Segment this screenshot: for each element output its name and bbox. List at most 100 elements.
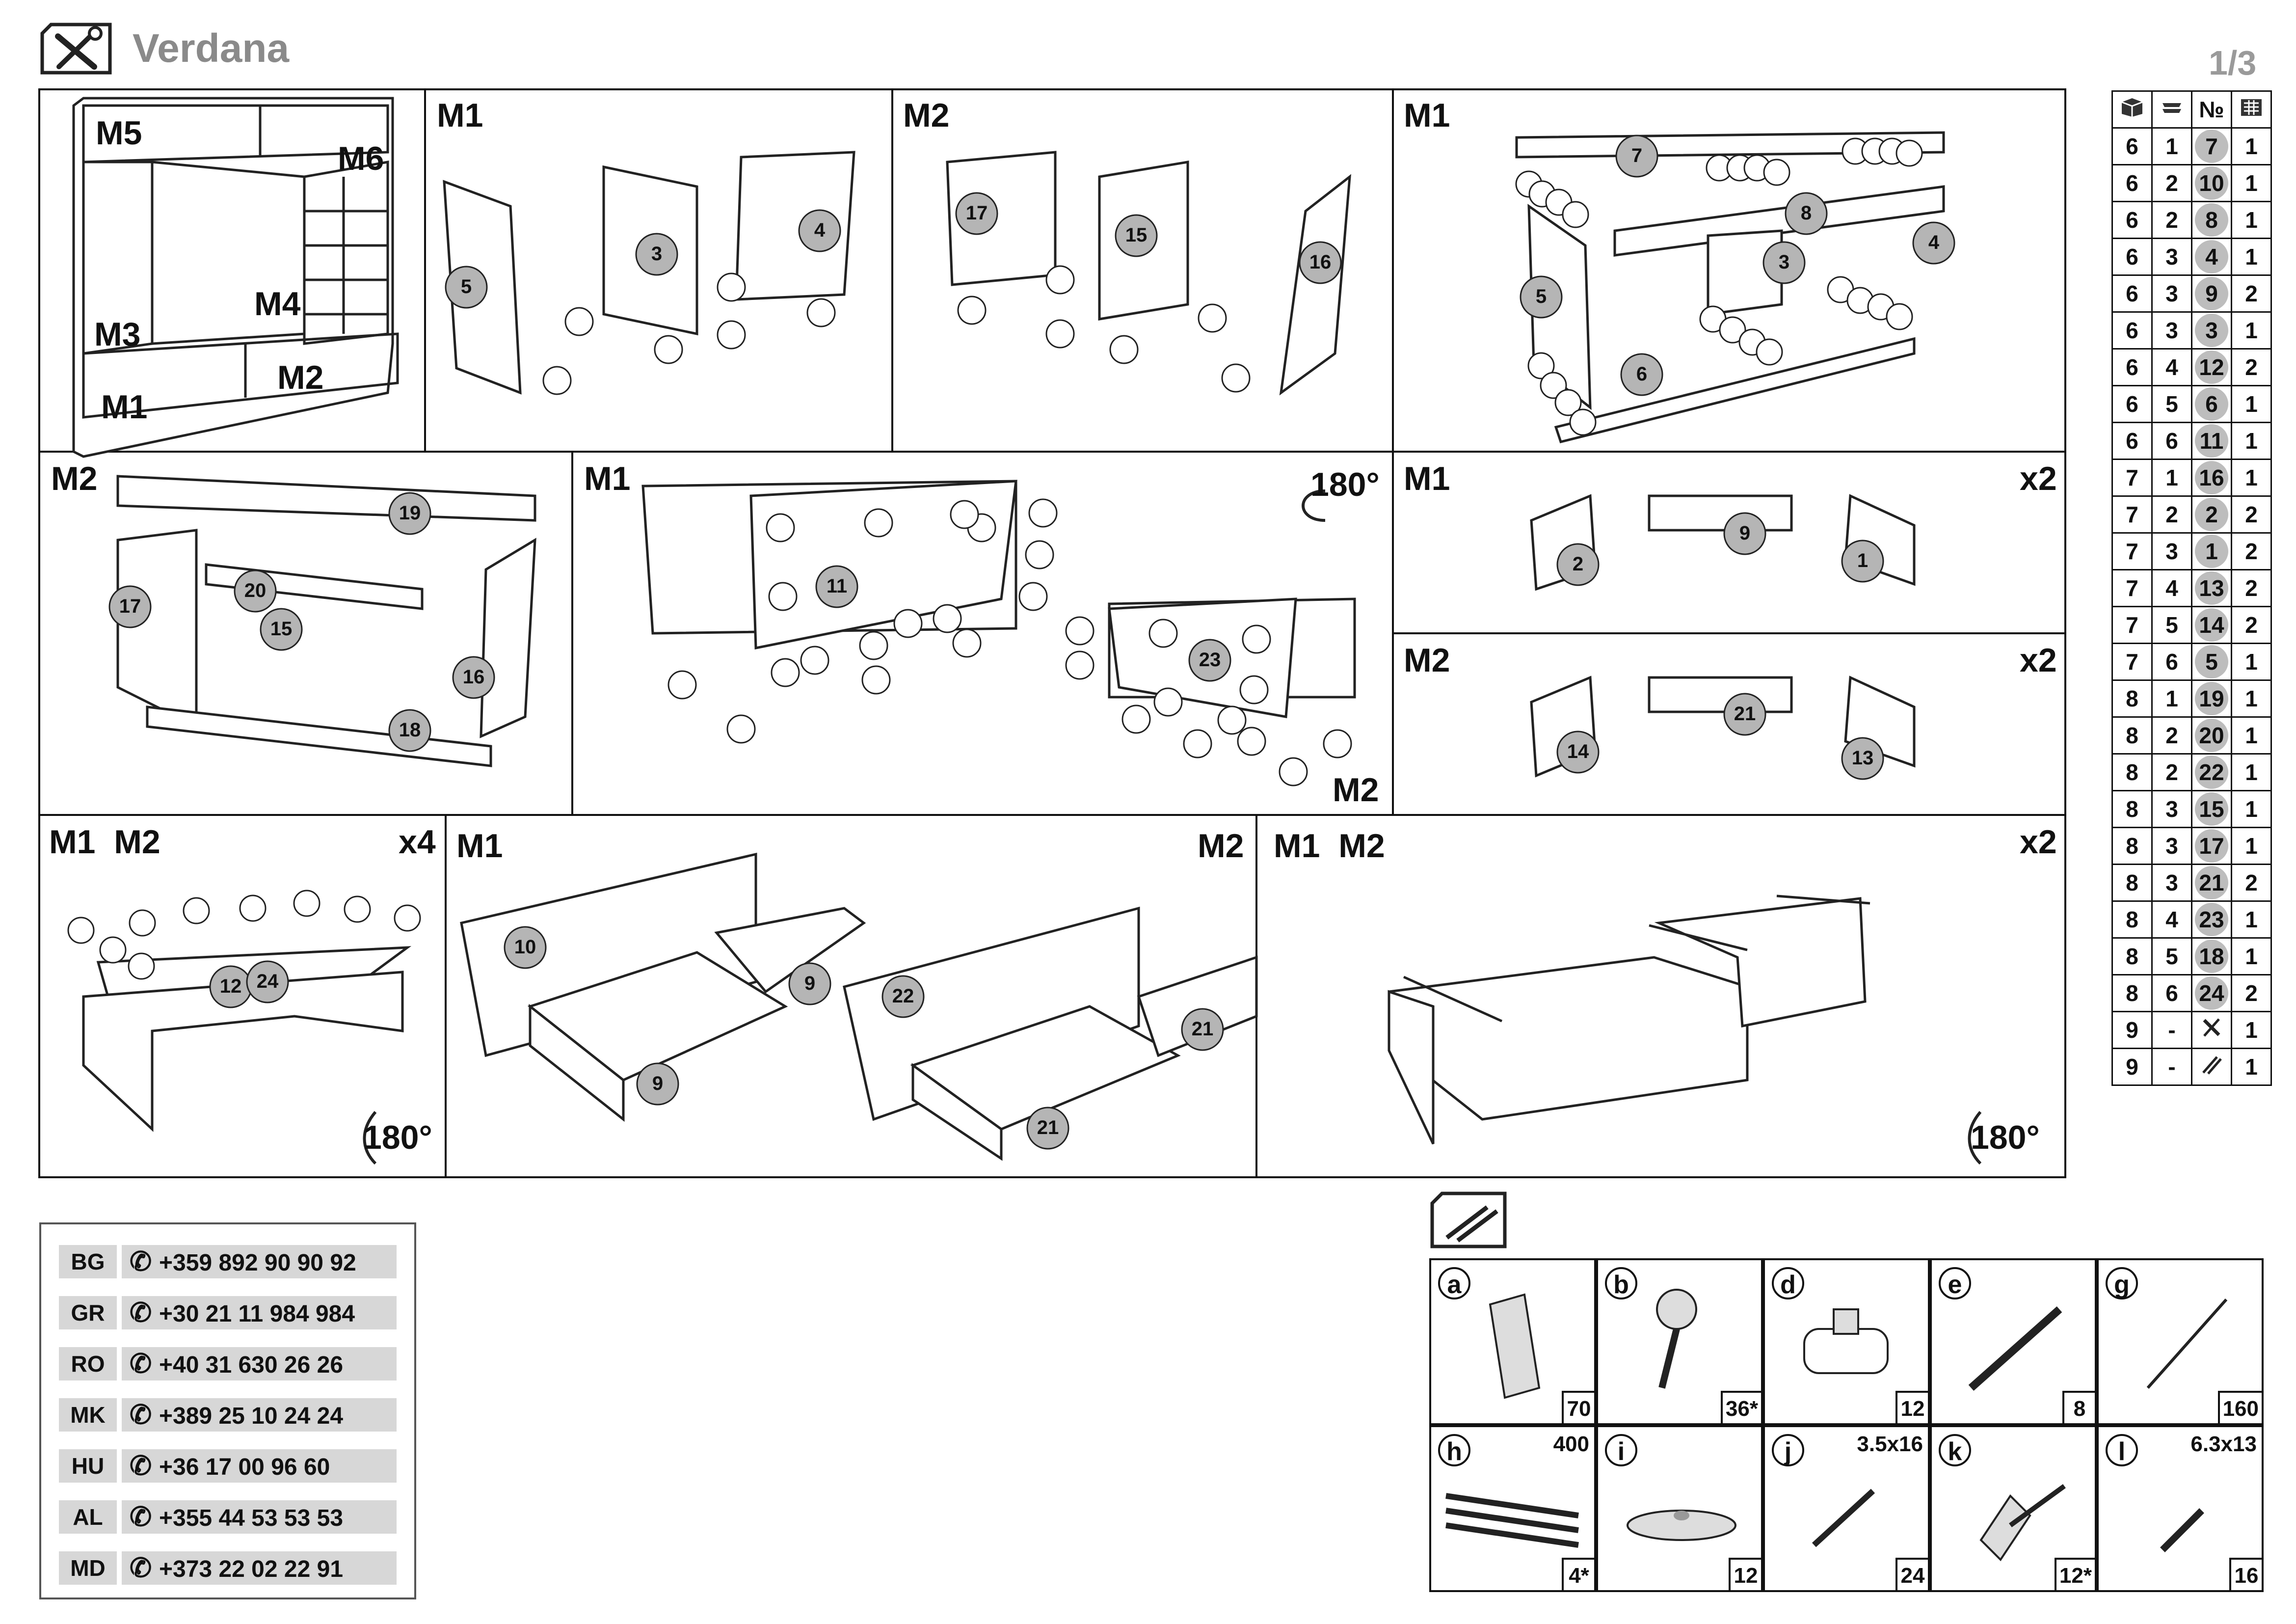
box-number: 7 bbox=[2111, 643, 2153, 681]
hardware-letter: h bbox=[1438, 1434, 1470, 1466]
box-number: 8 bbox=[2111, 974, 2153, 1012]
hardware-letter: d bbox=[1772, 1267, 1804, 1299]
part-number: 18 bbox=[399, 719, 421, 741]
panel-7-count: x2 bbox=[2020, 460, 2057, 497]
part-number: 15 bbox=[1125, 224, 1148, 246]
part-number-cell: 24 bbox=[2191, 974, 2232, 1012]
fitting-callouts bbox=[67, 137, 1923, 980]
part-number: 24 bbox=[256, 971, 279, 992]
hardware-quantity: 12 bbox=[1896, 1391, 1930, 1425]
box-icon bbox=[2111, 90, 2153, 129]
box-number: 7 bbox=[2111, 532, 2153, 570]
stack-number: 3 bbox=[2151, 864, 2192, 902]
part-number: 11 bbox=[826, 575, 848, 597]
part-number-cell: 17 bbox=[2191, 827, 2232, 865]
part-number-bubble: 12 bbox=[2195, 351, 2228, 384]
phone-icon: ✆ bbox=[130, 1349, 152, 1379]
panel-5-label: M2 bbox=[51, 460, 98, 497]
fitting-l-icon bbox=[2160, 1508, 2204, 1552]
phone-icon: ✆ bbox=[130, 1298, 152, 1327]
part-number: 23 bbox=[1199, 649, 1221, 671]
part-bubbles bbox=[108, 135, 1955, 1150]
phone-value: +40 31 630 26 26 bbox=[159, 1352, 344, 1378]
part-number-bubble: 18 bbox=[2195, 940, 2228, 973]
hardware-letter: k bbox=[1939, 1434, 1971, 1466]
stack-number: 5 bbox=[2151, 385, 2192, 423]
box-number: 7 bbox=[2111, 569, 2153, 607]
quantity: 2 bbox=[2231, 532, 2272, 570]
panel-10-label: M1 bbox=[456, 827, 503, 865]
country-code: MD bbox=[59, 1551, 117, 1585]
quantity: 1 bbox=[2231, 827, 2272, 865]
phone-value: +359 892 90 90 92 bbox=[159, 1250, 356, 1276]
tools-icon bbox=[2203, 1018, 2220, 1037]
hardware-size: 6.3x13 bbox=[2190, 1432, 2257, 1456]
stack-number: 4 bbox=[2151, 348, 2192, 386]
phone-value: +373 22 02 22 91 bbox=[159, 1556, 344, 1582]
box-number: 8 bbox=[2111, 937, 2153, 975]
stack-number: 2 bbox=[2151, 716, 2192, 755]
support-phones: BG✆+359 892 90 90 92 GR✆+30 21 11 984 98… bbox=[39, 1222, 416, 1599]
stack-number: 6 bbox=[2151, 643, 2192, 681]
part-number: 21 bbox=[1734, 703, 1756, 725]
part-number: 9 bbox=[804, 973, 816, 994]
phone-icon: ✆ bbox=[130, 1553, 152, 1583]
quantity: 1 bbox=[2231, 164, 2272, 202]
panel-2-label: M1 bbox=[437, 97, 483, 134]
stack-number: 3 bbox=[2151, 274, 2192, 313]
stack-number: 6 bbox=[2151, 974, 2192, 1012]
part-number: 7 bbox=[1631, 145, 1643, 166]
stack-number: 3 bbox=[2151, 238, 2192, 276]
stack-number: 4 bbox=[2151, 569, 2192, 607]
part-number: 9 bbox=[652, 1073, 664, 1094]
part-number: 6 bbox=[1636, 363, 1648, 385]
parts-table-row: 9-1 bbox=[2111, 1048, 2272, 1086]
part-number-bubble: 20 bbox=[2195, 719, 2228, 752]
part-number-bubble: 8 bbox=[2195, 203, 2228, 237]
panel-3-label: M2 bbox=[903, 97, 950, 134]
panel-8-label: M2 bbox=[1404, 642, 1450, 679]
hardware-letter: b bbox=[1605, 1267, 1637, 1299]
country-code: MK bbox=[59, 1398, 117, 1432]
label-m6: M6 bbox=[338, 140, 384, 177]
hardware-letter: a bbox=[1438, 1267, 1470, 1299]
part-number-cell: 16 bbox=[2191, 459, 2232, 497]
phone-icon: ✆ bbox=[130, 1502, 152, 1532]
stack-number: 2 bbox=[2151, 753, 2192, 791]
part-number-cell: 18 bbox=[2191, 937, 2232, 975]
part-number-cell: 12 bbox=[2191, 348, 2232, 386]
part-number-bubble: 2 bbox=[2195, 498, 2228, 531]
quantity: 1 bbox=[2231, 1048, 2272, 1086]
part-number: 3 bbox=[651, 243, 663, 265]
stack-number: 5 bbox=[2151, 937, 2192, 975]
label-m5: M5 bbox=[96, 114, 142, 152]
box-number: 6 bbox=[2111, 385, 2153, 423]
part-number: 15 bbox=[270, 618, 293, 640]
hardware-letter: l bbox=[2106, 1434, 2138, 1466]
quantity: 1 bbox=[2231, 716, 2272, 755]
screws-icon bbox=[2202, 1056, 2222, 1075]
hardware-letter: j bbox=[1772, 1434, 1804, 1466]
box-number: 8 bbox=[2111, 679, 2153, 718]
phone-number: ✆ +373 22 02 22 91 bbox=[122, 1551, 397, 1585]
part-number-cell: 21 bbox=[2191, 864, 2232, 902]
part-number: 16 bbox=[462, 666, 485, 688]
part-number: 8 bbox=[1800, 202, 1812, 224]
rotate-label: 180° bbox=[1310, 466, 1380, 503]
phone-icon: ✆ bbox=[130, 1400, 152, 1430]
part-number-bubble: 11 bbox=[2195, 424, 2228, 458]
part-number-cell: 14 bbox=[2191, 606, 2232, 644]
part-number-bubble: 24 bbox=[2195, 976, 2228, 1010]
